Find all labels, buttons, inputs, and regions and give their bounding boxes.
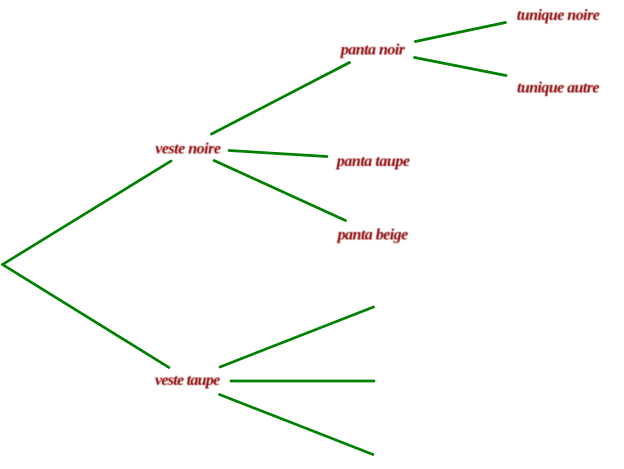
svg-text:tunique autre: tunique autre (517, 80, 600, 97)
svg-text:panta noir: panta noir (339, 42, 406, 59)
svg-text:veste taupe: veste taupe (155, 372, 220, 389)
svg-text:panta taupe: panta taupe (335, 153, 410, 170)
svg-text:tunique noire: tunique noire (517, 7, 600, 24)
svg-text:panta beige: panta beige (336, 227, 409, 244)
svg-text:veste noire: veste noire (155, 140, 221, 157)
